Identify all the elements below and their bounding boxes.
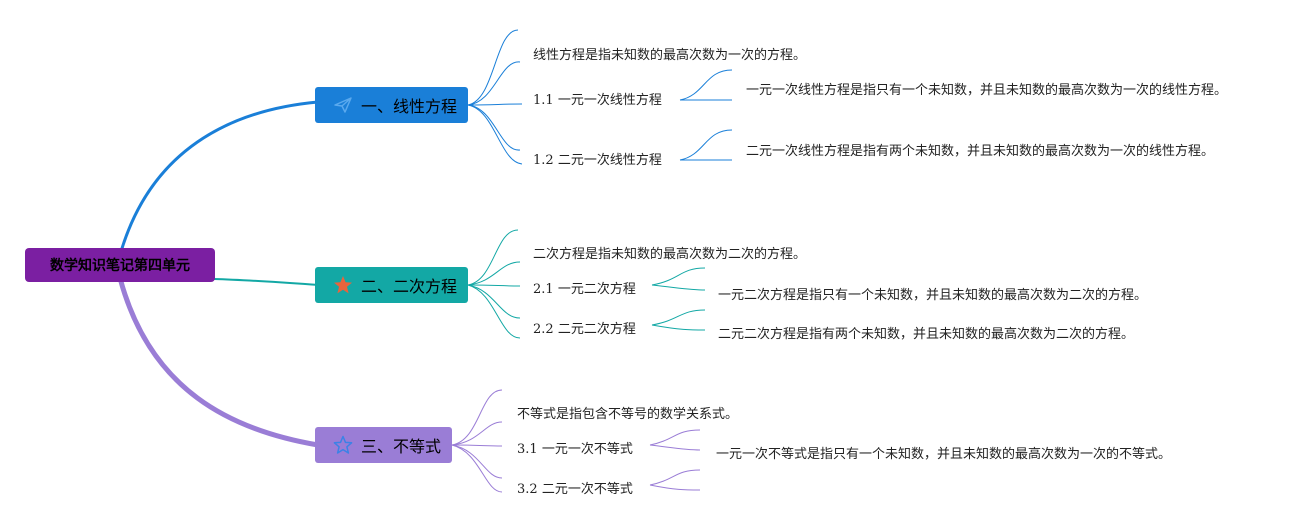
subtopic-3-1[interactable]: 3.1 一元一次不等式	[517, 438, 633, 457]
subtopic-label: 一元一次线性方程	[557, 93, 662, 108]
branch-topic-label: 二、二次方程	[361, 277, 458, 296]
subtopic-number: 2.1	[533, 282, 554, 297]
branch-topic-label: 三、不等式	[361, 437, 442, 456]
branch-topic-linear-equation[interactable]: 一、线性方程	[315, 87, 468, 123]
root-topic-label: 数学知识笔记第四单元	[50, 258, 190, 274]
star-outline-icon	[333, 435, 353, 455]
subtopic-number: 2.2	[533, 322, 554, 337]
subtopic-number: 3.1	[517, 442, 538, 457]
paper-plane-icon	[333, 95, 353, 115]
subtopic-label: 一元一次不等式	[541, 442, 633, 457]
root-topic[interactable]: 数学知识笔记第四单元	[25, 248, 215, 282]
subtopic-number: 1.1	[533, 93, 554, 108]
subtopic-2-1[interactable]: 2.1 一元二次方程	[533, 278, 636, 297]
subtopic-label: 一元二次方程	[557, 282, 636, 297]
subtopic-3-1-description: 一元一次不等式是指只有一个未知数，并且未知数的最高次数为一次的不等式。	[716, 447, 1172, 462]
branch1-intro: 线性方程是指未知数的最高次数为一次的方程。	[533, 48, 807, 63]
subtopic-1-1[interactable]: 1.1 一元一次线性方程	[533, 89, 662, 108]
branch2-intro: 二次方程是指未知数的最高次数为二次的方程。	[533, 247, 807, 262]
subtopic-label: 二元一次不等式	[541, 482, 633, 497]
subtopic-2-1-description: 一元二次方程是指只有一个未知数，并且未知数的最高次数为二次的方程。	[718, 288, 1148, 303]
subtopic-label: 二元二次方程	[557, 322, 636, 337]
subtopic-1-2-description: 二元一次线性方程是指有两个未知数，并且未知数的最高次数为一次的线性方程。	[746, 144, 1215, 159]
branch-topic-inequality[interactable]: 三、不等式	[315, 427, 452, 463]
root-to-branch2-link	[213, 278, 319, 286]
subtopic-1-1-description: 一元一次线性方程是指只有一个未知数，并且未知数的最高次数为一次的线性方程。	[746, 83, 1228, 98]
subtopic-number: 3.2	[517, 482, 538, 497]
branch-topic-quadratic-equation[interactable]: 二、二次方程	[315, 267, 468, 303]
branch-topic-label: 一、线性方程	[361, 97, 458, 116]
subtopic-label: 二元一次线性方程	[557, 153, 662, 168]
branch1-links	[467, 29, 733, 165]
root-to-branch3-link	[117, 277, 319, 448]
subtopic-2-2-description: 二元二次方程是指有两个未知数，并且未知数的最高次数为二次的方程。	[718, 327, 1135, 342]
subtopic-3-2[interactable]: 3.2 二元一次不等式	[517, 478, 633, 497]
root-to-branch1-link	[118, 100, 319, 256]
subtopic-1-2[interactable]: 1.2 二元一次线性方程	[533, 149, 662, 168]
branch3-links	[451, 389, 701, 493]
subtopic-2-2[interactable]: 2.2 二元二次方程	[533, 318, 636, 337]
branch2-links	[467, 229, 706, 339]
branch3-intro: 不等式是指包含不等号的数学关系式。	[517, 407, 739, 422]
subtopic-number: 1.2	[533, 153, 554, 168]
star-filled-icon	[333, 275, 353, 295]
